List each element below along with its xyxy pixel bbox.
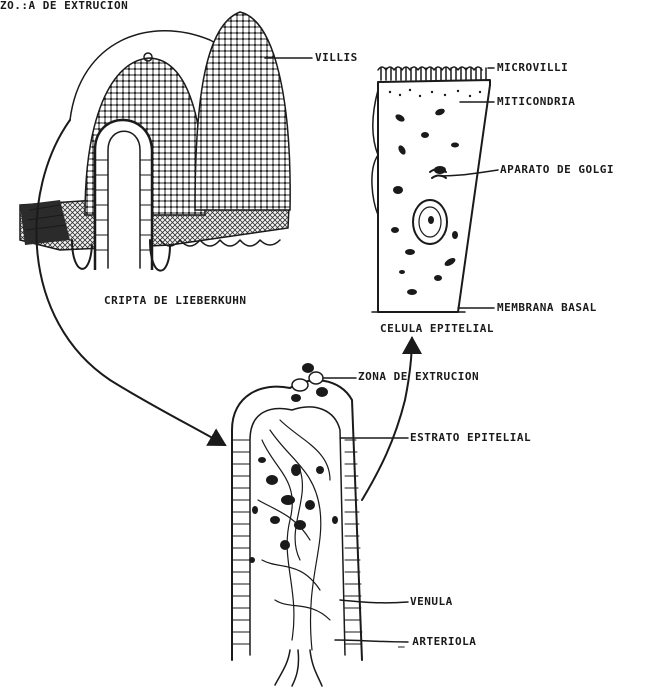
label-microvilli: MICROVILLI xyxy=(497,62,568,73)
label-estrato-epitelial: ESTRATO EPITELIAL xyxy=(410,432,531,443)
epithelial-cell-illustration xyxy=(372,67,490,312)
label-cripta-de-lieberkuhn: CRIPTA DE LIEBERKUHN xyxy=(104,295,246,306)
label-miticondria: MITICONDRIA xyxy=(497,96,575,107)
label-venula: VENULA xyxy=(410,596,453,607)
label-zona-extrucion-top: ZO.:A DE EXTRUCION xyxy=(0,0,128,11)
label-zona-de-extrucion: ZONA DE EXTRUCION xyxy=(358,371,479,382)
leader-lines xyxy=(265,58,498,642)
villi-block-illustration xyxy=(20,12,290,271)
label-celula-epitelial: CELULA EPITELIAL xyxy=(380,323,494,334)
label-membrana-basal: MEMBRANA BASAL xyxy=(497,302,597,313)
label-aparato-de-golgi: APARATO DE GOLGI xyxy=(500,164,614,175)
label-villis: VILLIS xyxy=(315,52,358,63)
villus-section-illustration xyxy=(232,363,362,686)
label-arteriola: _ ARTΕRIOLA xyxy=(398,636,476,647)
